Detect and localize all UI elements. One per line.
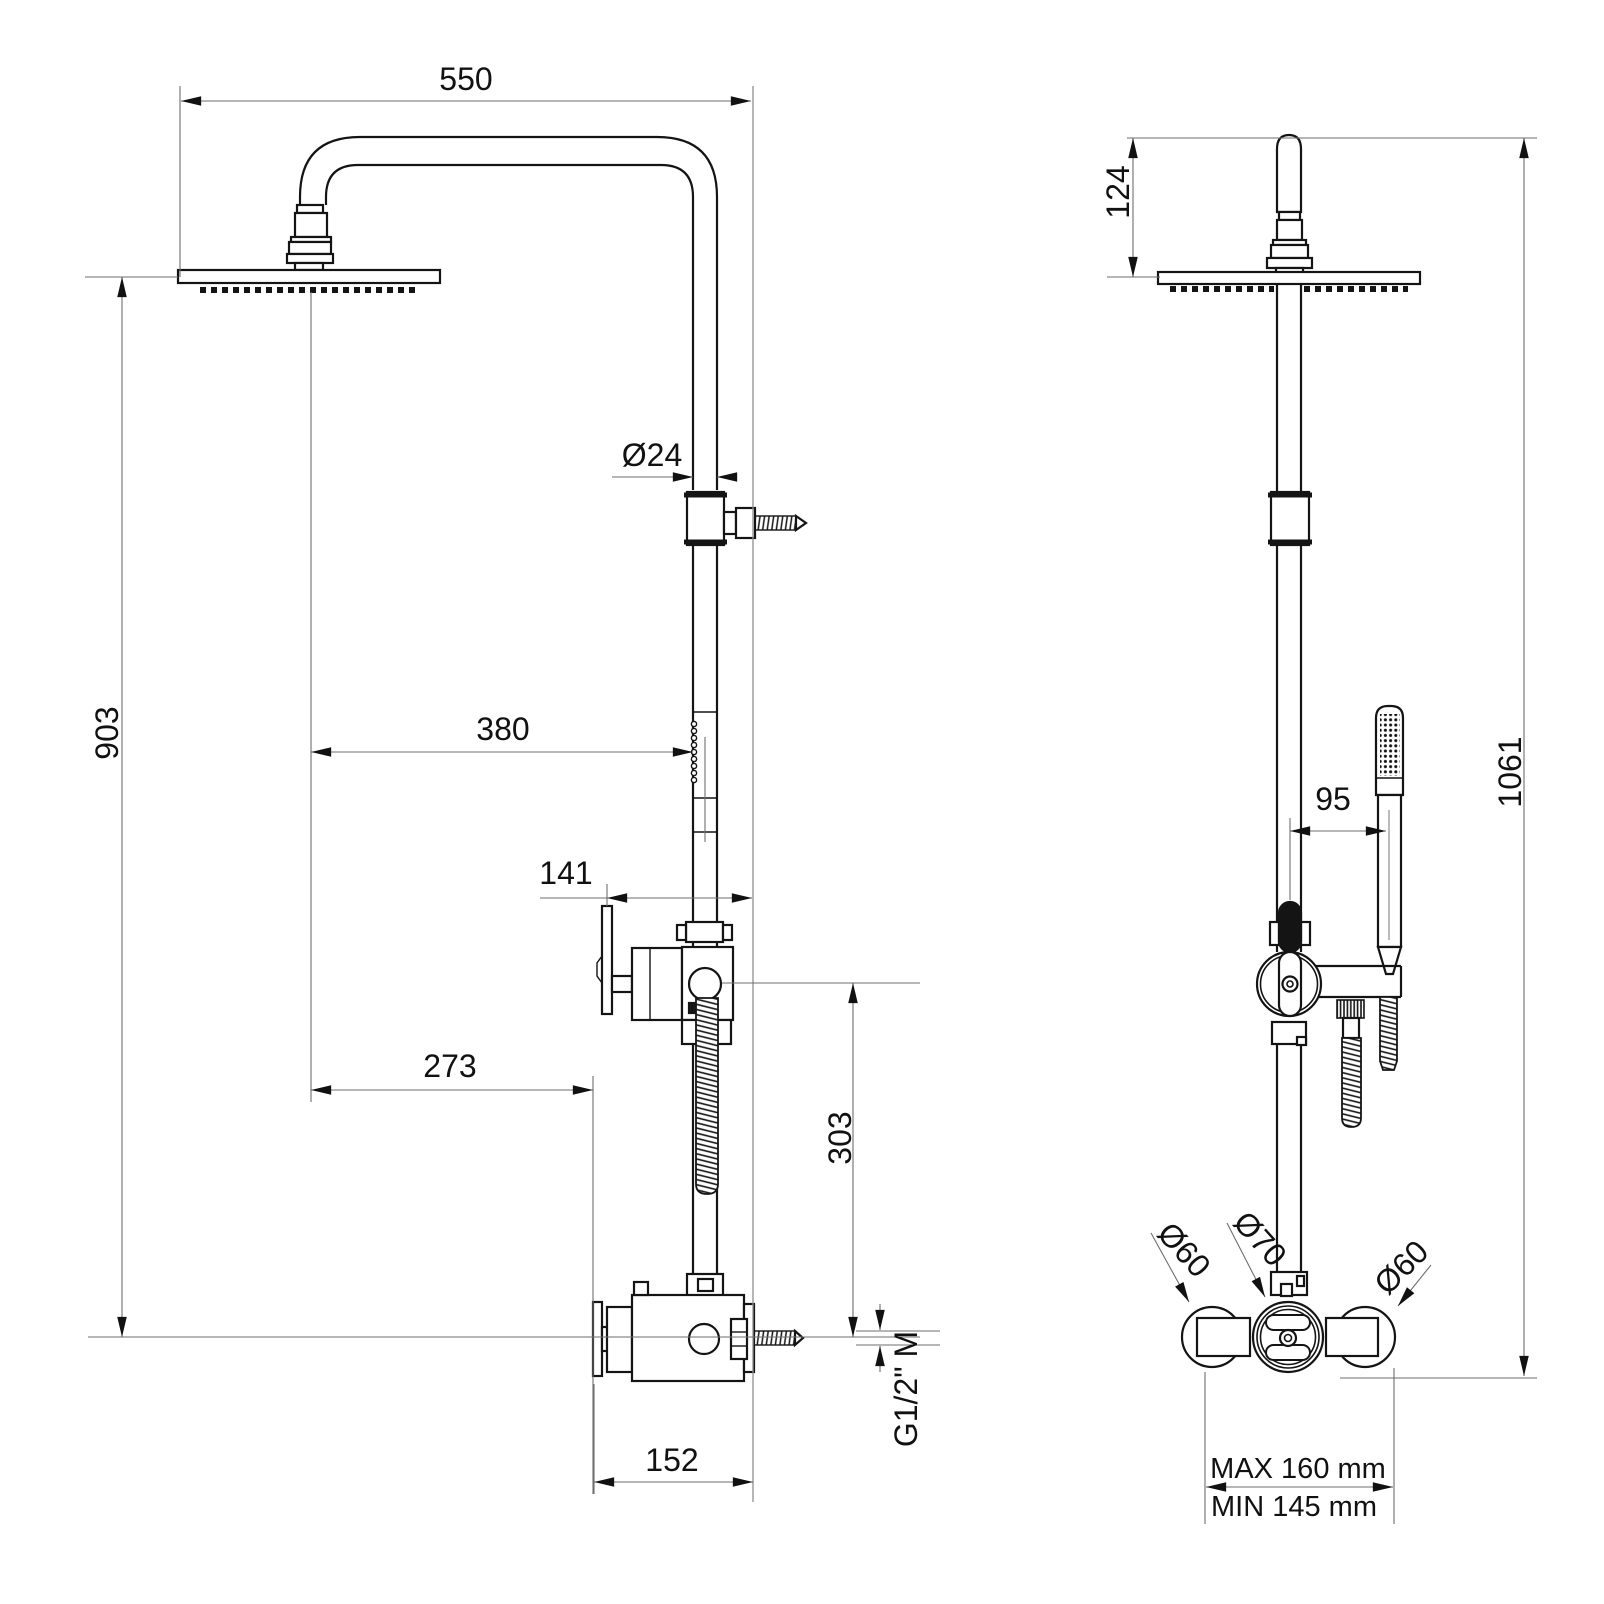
dim-60-right-label: Ø60 — [1367, 1233, 1435, 1301]
head-connector-front — [1265, 210, 1314, 275]
dim-903-label: 903 — [89, 706, 125, 759]
diverter-lever — [1277, 900, 1303, 954]
pipe-bead-strip — [690, 720, 698, 784]
dim-141-label: 141 — [539, 855, 592, 891]
dim-550-label: 550 — [439, 61, 492, 97]
holder-grip — [610, 974, 634, 994]
dim-g12-label: G1/2" M — [888, 1331, 924, 1447]
dim-24-label: Ø24 — [622, 437, 682, 473]
mixer-front — [1180, 1270, 1397, 1374]
mixer-side — [591, 1272, 805, 1383]
wall-anchor-screw — [754, 513, 808, 533]
dim-124-label: 124 — [1100, 165, 1136, 218]
shower-arm-inner — [324, 163, 695, 490]
arm-front-capsule — [1275, 133, 1303, 214]
overhead-shower-plate — [176, 268, 442, 285]
hand-shower-profile — [596, 904, 614, 1016]
dim-min-label: MIN 145 mm — [1211, 1491, 1377, 1523]
wall-bracket-front — [1268, 490, 1312, 547]
dim-1061-label: 1061 — [1492, 736, 1528, 807]
overhead-shower-plate-front — [1156, 270, 1422, 286]
head-connector — [285, 203, 335, 272]
dim-380-label: 380 — [476, 711, 529, 747]
dim-70-label: Ø70 — [1227, 1204, 1294, 1273]
dim-152-label: 152 — [645, 1442, 698, 1478]
dim-303-label: 303 — [822, 1111, 858, 1164]
hose-from-valve — [1336, 999, 1365, 1128]
dim-max-label: MAX 160 mm — [1210, 1453, 1386, 1485]
side-view-dimensions: 550 903 Ø24 380 141 273 303 G1/2" M — [85, 61, 940, 1502]
front-view-dimensions: 124 1061 95 Ø60 Ø70 Ø60 MAX 160 mm MIN 1… — [1100, 137, 1537, 1524]
dim-273-label: 273 — [423, 1048, 476, 1084]
hose-from-handle — [1379, 996, 1398, 1071]
shower-hose-side — [695, 997, 719, 1195]
wall-bracket — [684, 490, 757, 547]
diverter-front — [1255, 900, 1323, 1047]
dim-60-left-label: Ø60 — [1151, 1215, 1218, 1284]
dim-95-label: 95 — [1315, 781, 1351, 817]
hand-shower-front — [1374, 704, 1405, 976]
side-view — [176, 135, 808, 1383]
shower-arm-outer — [298, 135, 719, 490]
front-view — [1156, 133, 1422, 1374]
